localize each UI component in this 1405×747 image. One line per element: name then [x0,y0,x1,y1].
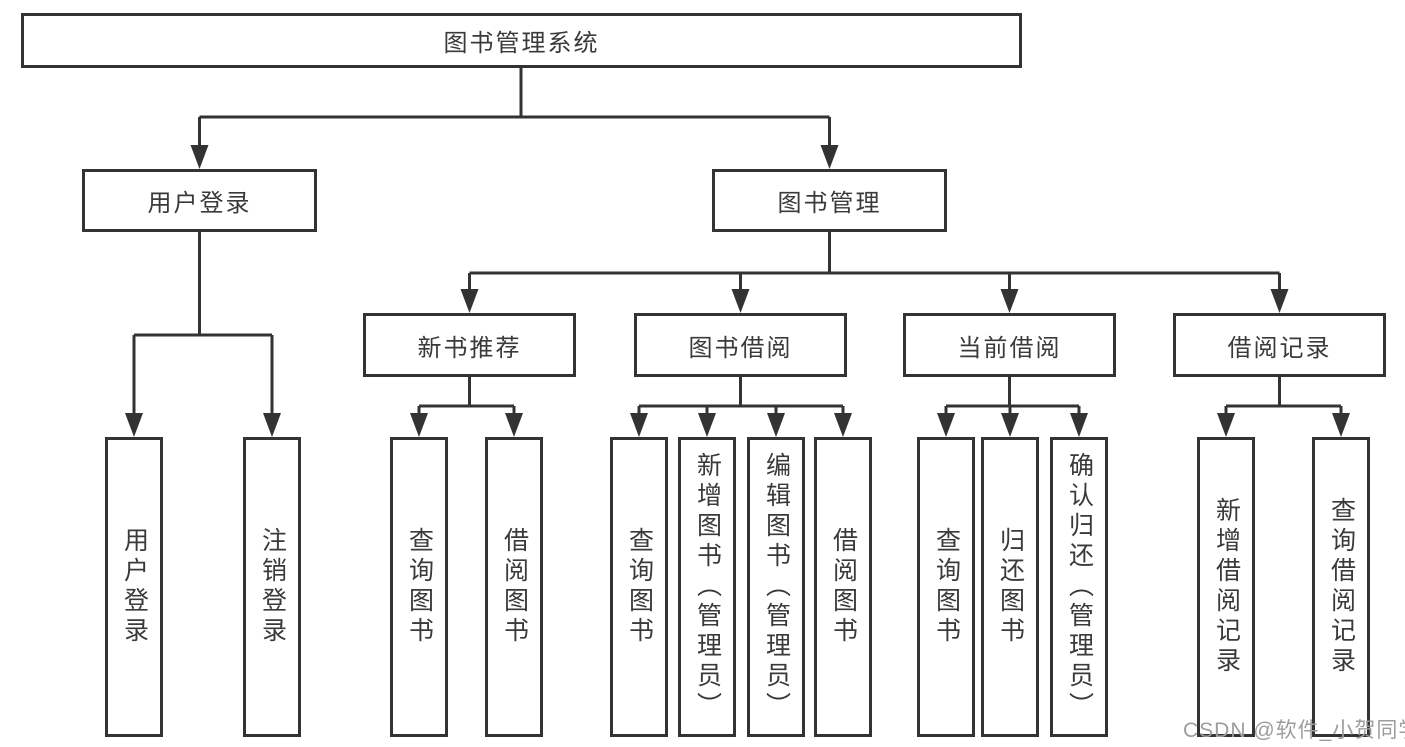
node-new-book-recommend: 新书推荐 [363,313,576,377]
arrowhead-icon [263,413,281,437]
leaf-borrow-books-borrow: 借阅图书 [814,437,872,737]
connector-new-book-children [417,377,516,420]
arrowhead-icon [767,413,785,437]
leaf-user-login: 用户登录 [105,437,163,737]
arrowhead-icon [410,413,428,437]
arrowhead-icon [698,413,716,437]
node-borrow-records: 借阅记录 [1173,313,1386,377]
leaf-return-book: 归还图书 [981,437,1039,737]
leaf-query-books-recommend: 查询图书 [390,437,448,737]
connector-book-borrow-children [637,377,845,420]
arrowhead-icon [937,413,955,437]
arrowhead-icon [1070,413,1088,437]
node-library-management-system: 图书管理系统 [21,13,1022,68]
node-current-borrow: 当前借阅 [903,313,1116,377]
arrowhead-icon [820,145,839,169]
arrowhead-icon [125,413,143,437]
arrowhead-icon [1001,413,1019,437]
leaf-query-borrow-record: 查询借阅记录 [1312,437,1370,737]
leaf-edit-book-admin: 编辑图书（管理员） [747,437,805,737]
arrowhead-icon [190,145,209,169]
arrowheads [125,145,1350,437]
csdn-watermark: CSDN @软件_小贺同学 [1183,719,1405,742]
leaf-logout-login: 注销登录 [243,437,301,737]
leaf-add-borrow-record: 新增借阅记录 [1197,437,1255,737]
arrowhead-icon [731,289,750,313]
connector-book-management-children [468,232,1281,296]
node-book-management: 图书管理 [712,169,947,232]
leaf-query-books-current: 查询图书 [917,437,975,737]
node-book-borrow: 图书借阅 [634,313,847,377]
connector-borrow-record-children [1224,377,1343,420]
leaf-query-books-borrow: 查询图书 [610,437,668,737]
leaf-add-book-admin: 新增图书（管理员） [678,437,736,737]
arrowhead-icon [505,413,523,437]
arrowhead-icon [1332,413,1350,437]
leaf-confirm-return-admin: 确认归还（管理员） [1050,437,1108,737]
arrowhead-icon [1217,413,1235,437]
arrowhead-icon [1270,289,1289,313]
arrowhead-icon [460,289,479,313]
leaf-borrow-books-recommend: 借阅图书 [485,437,543,737]
arrowhead-icon [834,413,852,437]
node-user-login: 用户登录 [82,169,317,232]
arrowhead-icon [1000,289,1019,313]
connector-user-login-children [132,232,274,420]
connector-root-to-level2 [198,68,831,150]
arrowhead-icon [630,413,648,437]
